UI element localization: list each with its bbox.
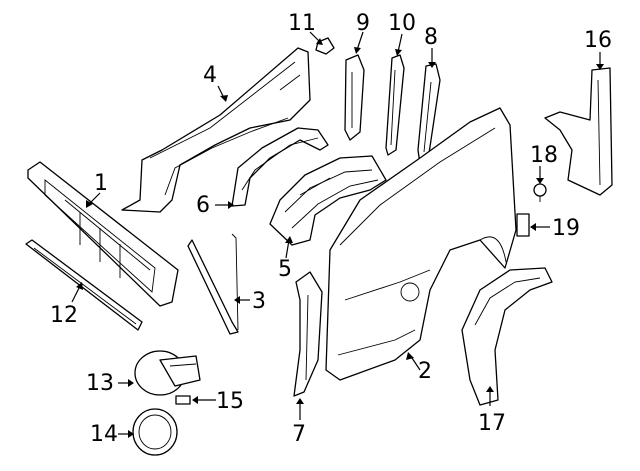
callout-16: 16: [584, 28, 612, 53]
part-13-fuel-housing: [134, 350, 201, 396]
part-6-arch: [231, 127, 329, 207]
part-18-clip: [533, 183, 547, 202]
part-9-pillar: [344, 54, 365, 141]
part-14-fuel-door: [132, 408, 178, 456]
part-2-quarter-panel: [325, 107, 517, 381]
callout-14: 14: [90, 422, 118, 447]
part-16-rear-bracket: [544, 67, 613, 196]
callout-19: 19: [552, 216, 580, 241]
callout-15: 15: [216, 389, 244, 414]
callout-2: 2: [418, 359, 432, 384]
callout-6: 6: [196, 193, 210, 218]
part-1-front-panel: [27, 161, 179, 307]
part-7-bracket: [293, 271, 323, 397]
callout-labels: 1 2 3 4 5 6 7 8 9 10 11 12 13 14 15 16 1…: [50, 11, 612, 447]
part-4-side-panel: [121, 47, 311, 213]
part-15-bolt: [175, 395, 191, 405]
callout-4: 4: [203, 63, 217, 88]
callout-9: 9: [356, 11, 370, 36]
part-19-plate: [516, 213, 530, 237]
callout-8: 8: [424, 25, 438, 50]
part-5-wheelhouse: [269, 155, 387, 246]
callout-5: 5: [278, 257, 292, 282]
callout-3: 3: [252, 289, 266, 314]
part-17-wheel-liner: [461, 267, 553, 406]
callout-17: 17: [478, 411, 506, 436]
part-3-seal: [187, 233, 239, 335]
part-12-bar: [25, 239, 143, 331]
callout-11: 11: [288, 11, 316, 36]
callout-13: 13: [86, 371, 114, 396]
callout-12: 12: [50, 303, 78, 328]
callout-10: 10: [388, 11, 416, 36]
callout-18: 18: [530, 143, 558, 168]
part-10-pillar: [385, 54, 405, 156]
leader-lines: [71, 31, 604, 438]
callout-7: 7: [292, 422, 306, 447]
callout-1: 1: [94, 171, 108, 196]
